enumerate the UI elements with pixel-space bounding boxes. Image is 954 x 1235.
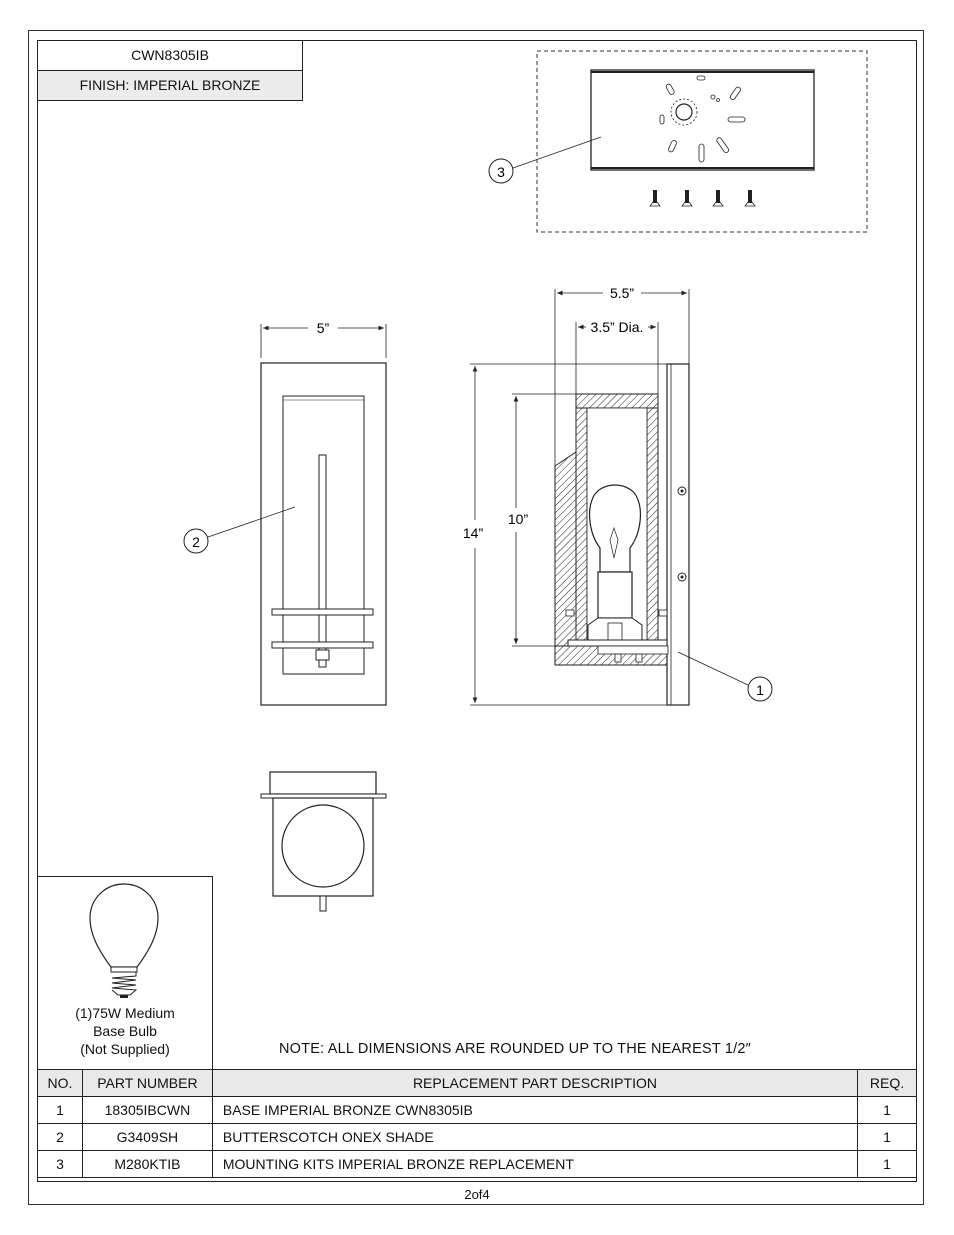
row-part-number: M280KTIB	[81, 1150, 213, 1178]
table-row: 1 18305IBCWN BASE IMPERIAL BRONZE CWN830…	[37, 1096, 917, 1124]
bulb-spec-box: (1)75W Medium Base Bulb (Not Supplied)	[37, 876, 213, 1070]
dim-depth: 5.5”	[610, 285, 634, 301]
drawing-sheet	[28, 30, 924, 1205]
finish-label: FINISH: IMPERIAL BRONZE	[38, 71, 302, 100]
dim-shade-diameter: 3.5” Dia.	[591, 319, 644, 335]
row-no: 1	[37, 1096, 83, 1124]
callout-2: 2	[192, 534, 200, 550]
table-row: 2 G3409SH BUTTERSCOTCH ONEX SHADE 1	[37, 1123, 917, 1151]
bulb-illustration	[89, 883, 159, 998]
parts-table: NO. PART NUMBER REPLACEMENT PART DESCRIP…	[37, 1069, 917, 1178]
row-description: BASE IMPERIAL BRONZE CWN8305IB	[211, 1096, 859, 1124]
mounting-screws	[649, 190, 756, 207]
header-description: REPLACEMENT PART DESCRIPTION	[211, 1069, 859, 1097]
dim-shade-height: 10”	[508, 511, 529, 527]
dim-height: 14”	[463, 525, 484, 541]
bulb-spec-line-1: (1)75W Medium	[75, 1005, 175, 1021]
model-number: CWN8305IB	[38, 41, 302, 71]
row-part-number: G3409SH	[81, 1123, 213, 1151]
row-req: 1	[857, 1150, 917, 1178]
row-description: MOUNTING KITS IMPERIAL BRONZE REPLACEMEN…	[211, 1150, 859, 1178]
dimension-note: NOTE: ALL DIMENSIONS ARE ROUNDED UP TO T…	[279, 1041, 751, 1057]
side-section-view: 5.5” 3.5” Dia. 14” 10” 1	[463, 285, 773, 706]
callout-3: 3	[497, 164, 505, 180]
header-req: REQ.	[857, 1069, 917, 1097]
callout-1-circle	[747, 676, 773, 702]
row-req: 1	[857, 1096, 917, 1124]
header-part-number: PART NUMBER	[81, 1069, 213, 1097]
row-description: BUTTERSCOTCH ONEX SHADE	[211, 1123, 859, 1151]
callout-1: 1	[756, 682, 764, 698]
row-req: 1	[857, 1123, 917, 1151]
row-no: 3	[37, 1150, 83, 1178]
row-part-number: 18305IBCWN	[81, 1096, 213, 1124]
callout-3-circle	[488, 158, 514, 184]
header-no: NO.	[37, 1069, 83, 1097]
backplate-side	[666, 363, 690, 706]
table-row: 3 M280KTIB MOUNTING KITS IMPERIAL BRONZE…	[37, 1150, 917, 1178]
top-view	[260, 771, 387, 912]
mounting-kit-view: 3	[488, 50, 868, 233]
row-no: 2	[37, 1123, 83, 1151]
title-block: CWN8305IB FINISH: IMPERIAL BRONZE	[37, 40, 303, 101]
center-rod	[318, 454, 327, 668]
mounting-kit-dashed-frame	[536, 50, 868, 233]
dim-front-width: 5”	[317, 320, 330, 336]
drawing-frame	[37, 40, 917, 1182]
mounting-plate	[590, 69, 815, 171]
table-header-row: NO. PART NUMBER REPLACEMENT PART DESCRIP…	[37, 1069, 917, 1097]
callout-2-circle	[183, 528, 209, 554]
bulb-section	[589, 484, 641, 573]
bulb-spec-line-3: (Not Supplied)	[80, 1041, 170, 1057]
bulb-spec-line-2: Base Bulb	[93, 1023, 157, 1039]
front-view: 5” 2	[183, 320, 387, 706]
page-number: 2of4	[464, 1187, 490, 1202]
